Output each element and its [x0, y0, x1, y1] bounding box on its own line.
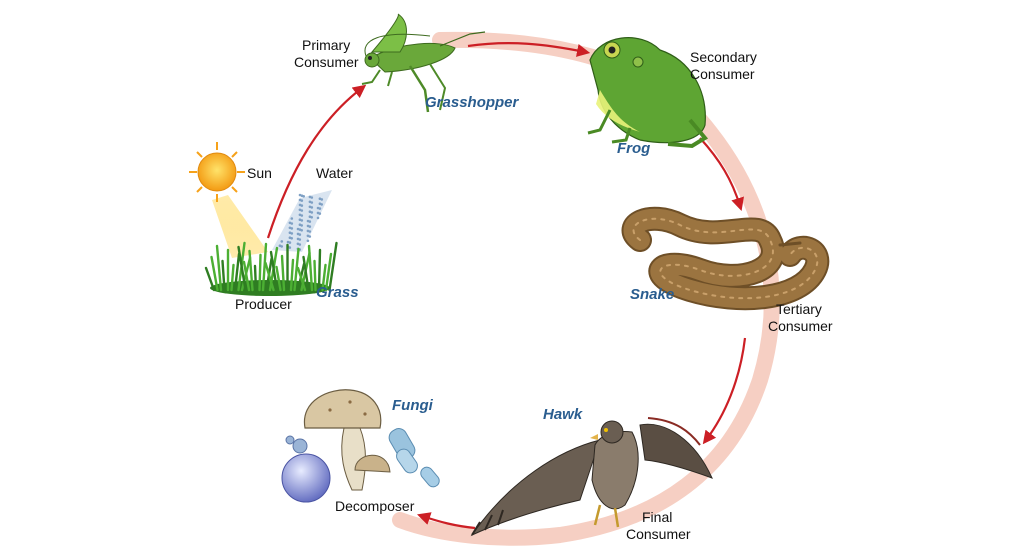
hawk-organism-label: Hawk	[543, 406, 583, 423]
producer-label: Producer	[235, 296, 292, 312]
fungi-organism-label: Fungi	[392, 397, 434, 414]
secondary-label-line1: Secondary	[690, 49, 757, 65]
grasshopper-icon	[361, 13, 486, 113]
arrow-hawk-to-fungi	[416, 512, 476, 530]
arrow-snake-to-hawk	[702, 337, 747, 445]
arrow-frog-to-snake	[699, 137, 744, 212]
grass-organism-label: Grass	[316, 284, 359, 301]
snake-organism-label: Snake	[630, 286, 674, 303]
water-label: Water	[316, 165, 353, 181]
sun-icon	[189, 142, 268, 258]
primary-label-line2: Consumer	[294, 54, 359, 70]
frog-icon	[587, 37, 709, 149]
grass-icon	[204, 241, 338, 296]
snake-icon	[621, 206, 830, 311]
arrow-grass-to-grasshopper	[266, 84, 367, 239]
grasshopper-organism-label: Grasshopper	[425, 94, 520, 111]
final-label-line2: Consumer	[626, 526, 691, 542]
decomposer-label: Decomposer	[335, 498, 415, 514]
tertiary-label-line1: Tertiary	[776, 301, 822, 317]
frog-organism-label: Frog	[617, 140, 650, 157]
water-icon	[272, 190, 332, 252]
sun-label: Sun	[247, 165, 272, 181]
fungi-icon	[281, 389, 440, 503]
arrow-grasshopper-to-frog	[467, 42, 591, 57]
final-label-line1: Final	[642, 509, 672, 525]
primary-label-line1: Primary	[302, 37, 350, 53]
hawk-icon	[470, 417, 713, 537]
secondary-label-line2: Consumer	[690, 66, 755, 82]
tertiary-label-line2: Consumer	[768, 318, 833, 334]
